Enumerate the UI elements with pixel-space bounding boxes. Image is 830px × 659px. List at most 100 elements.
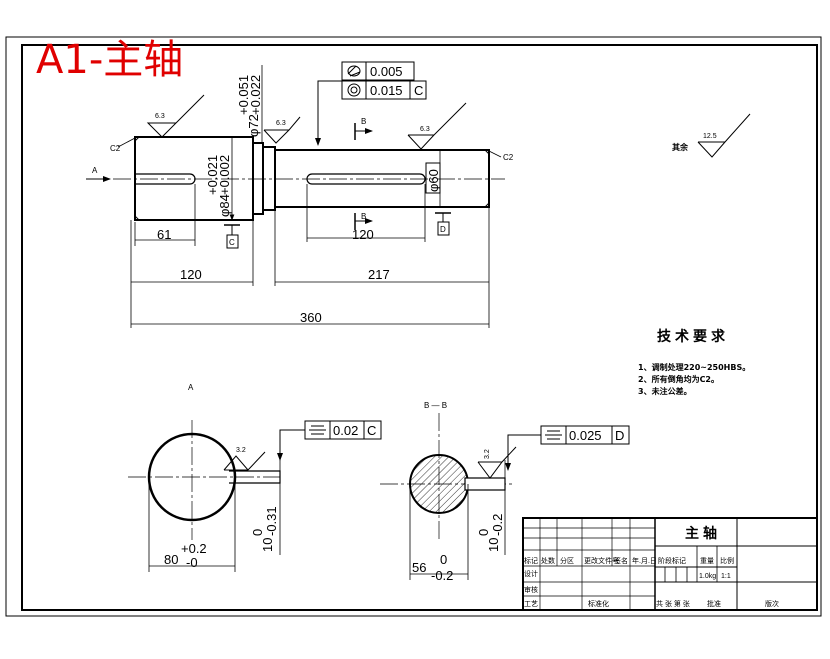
roughness-symbol [146, 94, 205, 138]
requirement-item: 2、所有倒角均为C2。 [638, 374, 719, 384]
svg-text:1.0kg: 1.0kg [699, 573, 716, 580]
svg-text:标记: 标记 [524, 556, 538, 565]
svg-text:标准化: 标准化 [588, 599, 609, 608]
svg-text:φ72: φ72 [246, 114, 261, 137]
keyway-left-length: 61 [157, 227, 171, 242]
requirement-item: 3、未注公差。 [638, 386, 692, 396]
svg-text:80: 80 [164, 552, 178, 567]
chamfer-left-leader [117, 137, 136, 148]
section-b-arrows [354, 123, 373, 230]
section-a-width-dim: 80 +0.2 -0 [164, 541, 207, 570]
svg-text:0: 0 [476, 529, 491, 536]
svg-text:签名: 签名 [614, 556, 628, 565]
svg-text:φ60: φ60 [426, 169, 441, 192]
datum-d: D [435, 212, 451, 236]
section-b-view [380, 413, 517, 580]
svg-text:A: A [92, 166, 98, 175]
svg-text:0.025: 0.025 [569, 428, 602, 443]
svg-text:+0.2: +0.2 [181, 541, 207, 556]
tolerance-frame-section-b: 0.025 D [505, 425, 630, 471]
keyway-right-length: 120 [352, 227, 374, 242]
svg-text:共 张 第 张: 共 张 第 张 [656, 599, 690, 608]
length-right: 217 [368, 267, 390, 282]
section-a-label: A [188, 383, 194, 392]
keyway-dims [134, 184, 426, 246]
svg-text:C: C [367, 423, 376, 438]
symmetry-icon [545, 430, 562, 440]
chamfer-right-leader [488, 150, 502, 158]
length-left: 120 [180, 267, 202, 282]
svg-text:D: D [615, 428, 624, 443]
length-dims [130, 207, 490, 328]
svg-text:阶段标记: 阶段标记 [658, 556, 686, 565]
svg-text:D: D [440, 225, 446, 234]
svg-text:1:1: 1:1 [721, 573, 731, 580]
d84-dimension: φ84 +0.021 +0.002 [205, 155, 232, 217]
svg-text:0: 0 [440, 552, 447, 567]
chamfer-right-label: C2 [503, 153, 514, 162]
requirements-title: 技术要求 [657, 328, 729, 345]
svg-text:-0.2: -0.2 [490, 514, 505, 536]
shaft-main-view [86, 136, 505, 221]
svg-text:重量: 重量 [700, 557, 714, 565]
svg-text:-0: -0 [186, 555, 198, 570]
length-total: 360 [300, 310, 322, 325]
svg-text:+0.021: +0.021 [205, 155, 220, 195]
svg-text:更改文件号: 更改文件号 [584, 556, 619, 565]
svg-text:-0.2: -0.2 [431, 568, 453, 583]
svg-text:φ84: φ84 [217, 194, 232, 217]
roughness-value-rest: 12.5 [703, 133, 717, 140]
chamfer-left-label: C2 [110, 144, 121, 153]
svg-text:10: 10 [260, 538, 275, 552]
svg-text:年.月.日: 年.月.日 [632, 556, 657, 565]
section-b-label: B — B [424, 401, 447, 410]
roughness-value-1: 6.3 [155, 113, 165, 120]
roughness-value-4: 3.2 [236, 447, 246, 454]
svg-text:C: C [229, 238, 235, 247]
svg-text:主轴: 主轴 [685, 525, 721, 542]
roughness-value-3: 6.3 [420, 126, 430, 133]
svg-text:-0.31: -0.31 [264, 506, 279, 536]
roughness-value-2: 6.3 [276, 120, 286, 127]
drawing-title: A1-主轴 [36, 37, 183, 83]
svg-text:0.02: 0.02 [333, 423, 358, 438]
tolerance-frame-section-a: 0.02 C [277, 420, 382, 461]
svg-text:比例: 比例 [720, 556, 734, 565]
svg-text:+0.002: +0.002 [217, 155, 232, 195]
section-a-depth-dim: 10 0 -0.31 [250, 506, 279, 552]
svg-text:审核: 审核 [524, 585, 538, 594]
geometric-tolerance-top: 0.005 0.015 C [315, 61, 427, 146]
svg-text:+0.022: +0.022 [248, 75, 263, 115]
roughness-symbol [263, 116, 301, 144]
svg-text:分区: 分区 [560, 556, 574, 565]
section-a-view [128, 420, 281, 572]
section-b-mark-top: B [361, 117, 366, 126]
coaxiality-icon [347, 83, 361, 97]
svg-text:0.015: 0.015 [370, 83, 403, 98]
roughness-symbol-rest [697, 113, 751, 158]
datum-c: C [224, 224, 240, 249]
svg-text:版次: 版次 [765, 599, 779, 608]
section-b-depth-dim: 10 0 -0.2 [476, 514, 505, 552]
roughness-value-5: 3.2 [484, 449, 491, 459]
d60-box [425, 162, 441, 194]
svg-text:+0.051: +0.051 [236, 75, 251, 115]
section-b-width-dim: 56 0 -0.2 [412, 552, 453, 583]
requirement-item: 1、调制处理220~250HBS。 [638, 362, 750, 372]
section-a-arrow: A [86, 166, 111, 182]
svg-text:处数: 处数 [541, 556, 555, 565]
svg-text:0: 0 [250, 529, 265, 536]
inner-frame [21, 44, 818, 611]
section-b-mark-bottom: B [361, 212, 366, 221]
svg-text:设计: 设计 [524, 569, 538, 578]
svg-text:批准: 批准 [707, 599, 721, 608]
roughness-symbol [407, 102, 467, 150]
d72-dimension: φ72 +0.051 +0.022 [236, 75, 263, 137]
d60-dimension: φ60 [426, 169, 441, 192]
symmetry-icon [309, 425, 326, 435]
svg-text:工艺: 工艺 [524, 600, 538, 608]
svg-text:3.2: 3.2 [484, 449, 491, 459]
svg-text:C: C [414, 83, 423, 98]
